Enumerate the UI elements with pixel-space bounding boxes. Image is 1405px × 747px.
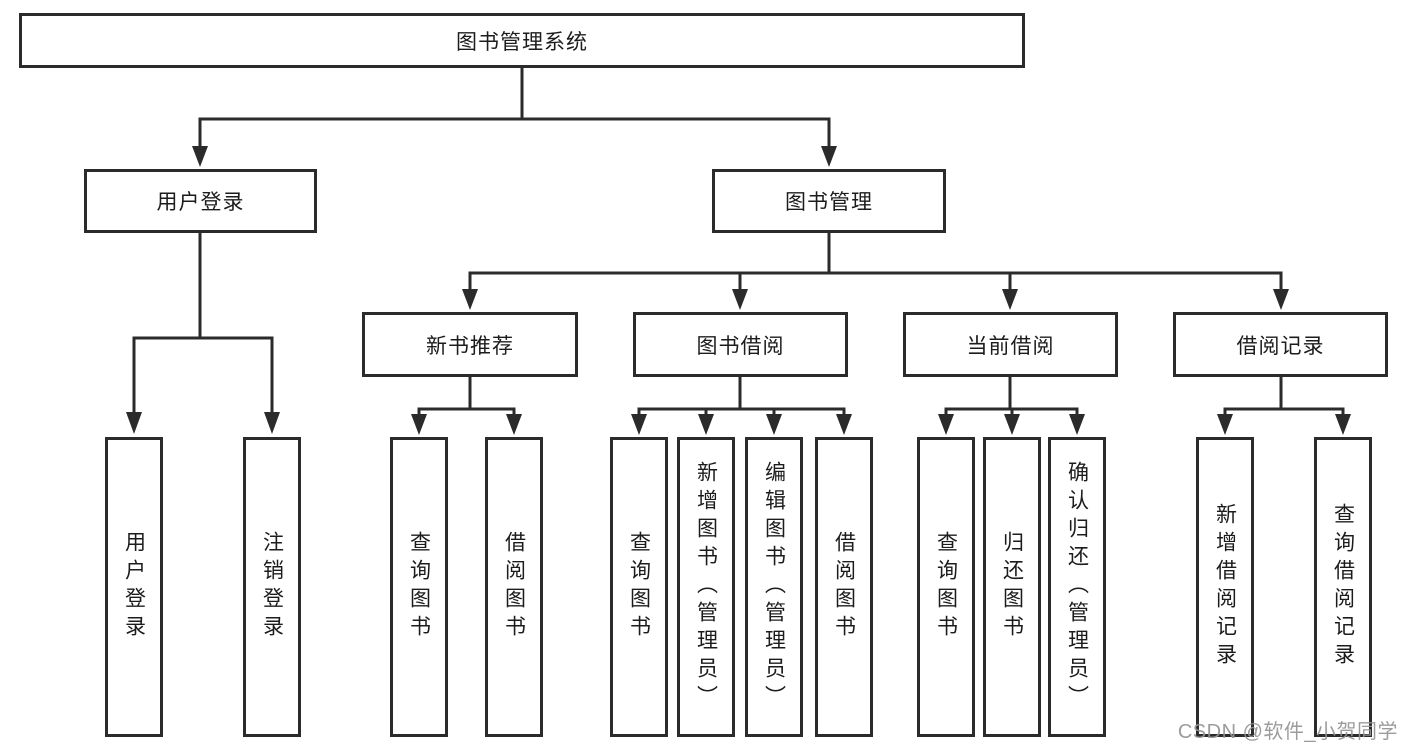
node-user-login: 用户登录 (84, 169, 317, 233)
leaf-nbr-borrow-books: 借阅图书 (485, 437, 543, 737)
node-library-system-label: 图书管理系统 (456, 30, 588, 54)
leaf-bb-borrow-books-label: 借阅图书 (832, 531, 856, 643)
connector-borrow-records-to-leaves (1217, 377, 1351, 435)
connector-current-borrow-to-leaves (938, 377, 1085, 435)
leaf-cb-return-book: 归还图书 (983, 437, 1041, 737)
node-book-management: 图书管理 (712, 169, 946, 233)
node-book-management-label: 图书管理 (785, 191, 873, 214)
node-borrow-records: 借阅记录 (1173, 312, 1388, 377)
connector-book-management-to-level3 (462, 232, 1289, 310)
leaf-nbr-query-books-label: 查询图书 (407, 531, 431, 643)
node-book-borrow-label: 图书借阅 (696, 334, 785, 358)
node-user-login-label: 用户登录 (156, 191, 245, 214)
leaf-bb-edit-book-admin: 编辑图书（管理员） (745, 437, 803, 737)
leaf-user-login-label: 用户登录 (122, 531, 146, 643)
leaf-bb-add-book-admin-label: 新增图书（管理员） (694, 461, 718, 713)
leaf-cb-query-books: 查询图书 (917, 437, 975, 737)
leaf-bb-query-books: 查询图书 (610, 437, 668, 737)
connector-user-login-to-leaves (126, 233, 280, 434)
csdn-watermark: CSDN @软件_小贺同学 (1177, 721, 1398, 743)
leaf-cb-confirm-return-admin: 确认归还（管理员） (1048, 437, 1106, 737)
node-current-borrow: 当前借阅 (903, 312, 1118, 377)
node-library-system: 图书管理系统 (19, 13, 1025, 68)
connector-book-borrow-to-leaves (631, 377, 852, 435)
node-current-borrow-label: 当前借阅 (966, 334, 1055, 358)
node-book-borrow: 图书借阅 (633, 312, 848, 377)
leaf-bb-borrow-books: 借阅图书 (815, 437, 873, 737)
leaf-br-add-borrow-record-label: 新增借阅记录 (1213, 503, 1237, 671)
leaf-br-query-borrow-record-label: 查询借阅记录 (1331, 503, 1355, 671)
leaf-cb-return-book-label: 归还图书 (1000, 531, 1024, 643)
leaf-logout-label: 注销登录 (260, 531, 284, 643)
leaf-br-add-borrow-record: 新增借阅记录 (1196, 437, 1254, 737)
leaf-bb-edit-book-admin-label: 编辑图书（管理员） (762, 461, 786, 713)
leaf-nbr-query-books: 查询图书 (390, 437, 448, 737)
leaf-bb-query-books-label: 查询图书 (627, 531, 651, 643)
node-borrow-records-label: 借阅记录 (1236, 334, 1325, 358)
leaf-logout: 注销登录 (243, 437, 301, 737)
leaf-cb-query-books-label: 查询图书 (934, 531, 958, 643)
leaf-cb-confirm-return-admin-label: 确认归还（管理员） (1065, 461, 1089, 713)
leaf-br-query-borrow-record: 查询借阅记录 (1314, 437, 1372, 737)
node-new-book-recommend: 新书推荐 (362, 312, 578, 377)
connector-new-book-recommend-to-leaves (411, 377, 522, 435)
leaf-nbr-borrow-books-label: 借阅图书 (502, 531, 526, 643)
leaf-bb-add-book-admin: 新增图书（管理员） (677, 437, 735, 737)
connector-root-to-level2 (192, 68, 837, 167)
node-new-book-recommend-label: 新书推荐 (426, 334, 514, 358)
leaf-user-login: 用户登录 (105, 437, 163, 737)
